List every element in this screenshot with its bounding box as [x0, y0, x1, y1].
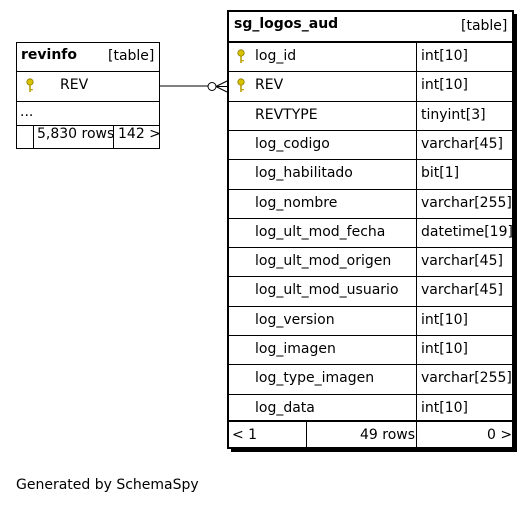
- revinfo-ellipsis: ...: [20, 104, 34, 120]
- sg-logos-aud-table-name: sg_logos_aud: [234, 16, 339, 32]
- footer-credit: Generated by SchemaSpy: [16, 477, 199, 493]
- revinfo-footer-cell: [33, 125, 114, 149]
- sg-logos-aud-table[interactable]: [227, 10, 514, 449]
- column-type: int[10]: [421, 341, 468, 357]
- key-icon: [237, 78, 245, 92]
- column-name: log_version: [255, 312, 335, 328]
- revinfo-table-name: revinfo: [21, 47, 77, 63]
- row-divider: [227, 189, 514, 190]
- column-name: log_data: [255, 400, 315, 416]
- column-type: varchar[45]: [421, 136, 503, 152]
- column-type: varchar[255]: [421, 195, 512, 211]
- key-icon: [26, 78, 34, 92]
- key-icon: [237, 49, 245, 63]
- sg-logos-aud-footer-divider: [227, 420, 514, 422]
- column-name: log_habilitado: [255, 165, 353, 181]
- column-type: int[10]: [421, 48, 468, 64]
- revinfo-children-link[interactable]: 142 >: [118, 126, 161, 142]
- column-name: REVTYPE: [255, 107, 318, 123]
- column-name: log_ult_mod_origen: [255, 253, 392, 269]
- row-divider: [227, 101, 514, 102]
- revinfo-table-type: [table]: [108, 48, 155, 64]
- sg-logos-aud-table-type: [table]: [461, 18, 508, 34]
- row-divider: [227, 218, 514, 219]
- column-name: log_ult_mod_usuario: [255, 282, 399, 298]
- column-type: int[10]: [421, 400, 468, 416]
- column-type: varchar[45]: [421, 253, 503, 269]
- row-divider: [227, 306, 514, 307]
- column-type: datetime[19]: [421, 224, 513, 240]
- column-type: tinyint[3]: [421, 107, 486, 123]
- row-divider: [227, 130, 514, 131]
- column-name: log_imagen: [255, 341, 336, 357]
- row-divider: [227, 276, 514, 277]
- column-name: REV: [255, 77, 284, 93]
- revinfo-row-count: 5,830 rows: [37, 126, 115, 142]
- column-name: log_ult_mod_fecha: [255, 224, 386, 240]
- row-divider: [227, 394, 514, 395]
- column-name: log_id: [255, 48, 297, 64]
- revinfo-divider: [16, 125, 160, 126]
- column-type: int[10]: [421, 77, 468, 93]
- sg-logos-aud-children-link[interactable]: 0 >: [487, 427, 513, 443]
- sg-logos-aud-parents-link[interactable]: < 1: [232, 427, 258, 443]
- revinfo-header-divider: [16, 71, 160, 72]
- column-name: log_codigo: [255, 136, 330, 152]
- revinfo-table[interactable]: [16, 42, 160, 149]
- column-type: varchar[255]: [421, 370, 512, 386]
- column-type: bit[1]: [421, 165, 460, 181]
- column-type: int[10]: [421, 312, 468, 328]
- column-name: log_nombre: [255, 195, 338, 211]
- sg-logos-aud-column-separator: [416, 42, 417, 420]
- sg-logos-aud-header-divider: [227, 41, 514, 43]
- column-name: log_type_imagen: [255, 370, 375, 386]
- row-divider: [227, 71, 514, 72]
- sg-logos-aud-row-count: 49 rows: [360, 427, 416, 443]
- relationship-crowsfoot-icon: [215, 80, 228, 93]
- revinfo-divider: [16, 101, 160, 102]
- revinfo-column-name: REV: [60, 77, 89, 93]
- row-divider: [227, 159, 514, 160]
- row-divider: [227, 335, 514, 336]
- row-divider: [227, 247, 514, 248]
- sg-logos-aud-footer-cell: [306, 421, 417, 448]
- column-type: varchar[45]: [421, 282, 503, 298]
- relationship-optional-circle: [207, 82, 217, 91]
- row-divider: [227, 364, 514, 365]
